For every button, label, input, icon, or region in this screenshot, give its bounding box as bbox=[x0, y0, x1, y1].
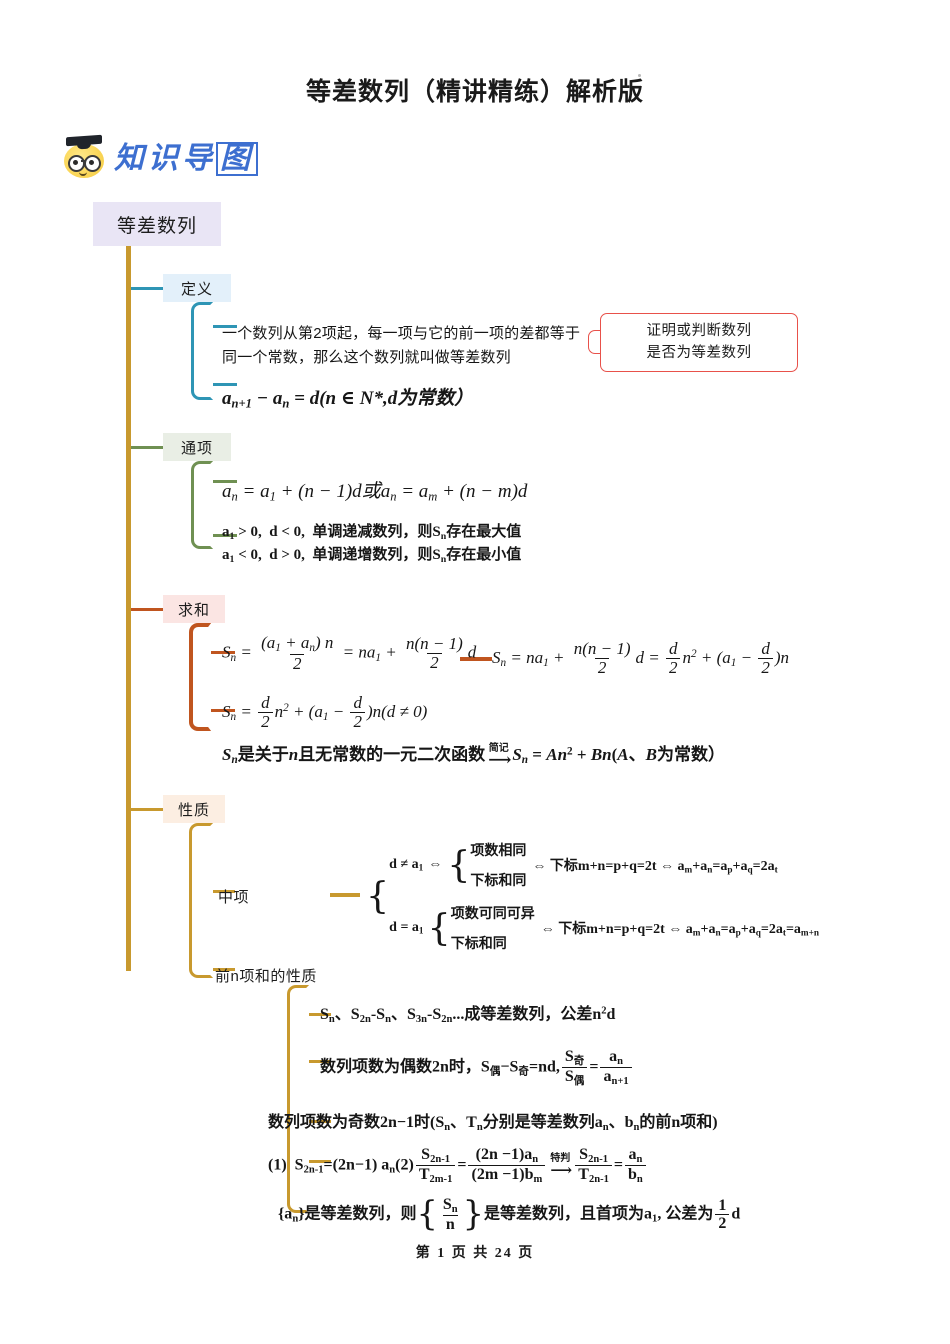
middle-term-case1-item-2: 下标和同 bbox=[470, 874, 527, 889]
title-artifact-dot bbox=[638, 74, 641, 77]
general-term-sub-spine bbox=[191, 461, 237, 549]
mindmap-node-summation[interactable]: 求和 bbox=[163, 595, 225, 623]
summation-link-dash bbox=[460, 657, 492, 661]
general-term-note-line-2: a1 < 0, d > 0, 单调递增数列，则Sn存在最小值 bbox=[222, 547, 522, 566]
middle-term-block: { d ≠ a1 ⇔ { 项数相同 下标和同 ⇔ 下标m+n=p+q=2t ⇔ … bbox=[366, 840, 819, 953]
callout-line-2: 是否为等差数列 bbox=[646, 344, 752, 361]
graduate-emoji-icon bbox=[62, 134, 108, 180]
definition-callout: 证明或判断数列 是否为等差数列 bbox=[600, 313, 798, 372]
middle-term-case1-result: ⇔ 下标m+n=p+q=2t ⇔ am+an=ap+aq=2at bbox=[532, 859, 778, 875]
summation-formula-4: Sn是关于n且无常数的一元二次函数简记⟶Sn = An2 + Bn(A、B为常数… bbox=[222, 742, 725, 769]
sum-property-item-3: 数列项数为奇数2n−1时(Sn、Tn分别是等差数列an、bn的前n项和) bbox=[268, 1114, 718, 1133]
middle-term-case2-result: ⇔ 下标m+n=p+q=2t ⇔ am+an=ap+aq=2at=am+n bbox=[540, 922, 820, 938]
definition-text: 一个数列从第2项起，每一项与它的前一项的差都等于同一个常数，那么这个数列就叫做等… bbox=[222, 325, 581, 366]
mindmap-node-middle-term[interactable]: 中项 bbox=[218, 889, 250, 906]
summation-sub-spine bbox=[189, 623, 235, 731]
callout-line-1: 证明或判断数列 bbox=[646, 322, 752, 339]
mindmap-node-properties[interactable]: 性质 bbox=[163, 795, 225, 823]
sum-properties-sub-spine bbox=[287, 985, 331, 1213]
general-term-notes: a1 > 0, d < 0, 单调递减数列，则Sn存在最大值 a1 < 0, d… bbox=[222, 521, 521, 568]
abbrev-arrow-label: 简记 bbox=[488, 742, 509, 754]
connector-middle-term-dash bbox=[330, 893, 360, 897]
connector-to-general-term bbox=[131, 446, 163, 449]
banner-label-part2: 导 bbox=[182, 142, 216, 175]
middle-term-case2-item-1: 项数可同可异 bbox=[450, 907, 535, 922]
connector-to-definition bbox=[131, 287, 163, 290]
middle-term-case-1: d ≠ a1 ⇔ { 项数相同 下标和同 ⇔ 下标m+n=p+q=2t ⇔ am… bbox=[389, 840, 819, 890]
sum-property-item-1: Sn、S2n-Sn、S3n-S2n...成等差数列，公差n2d bbox=[320, 1005, 616, 1025]
general-term-formula: an = a1 + (n − 1)d或an = am + (n − m)d bbox=[222, 481, 528, 504]
definition-formula: an+1 − an = d(n ∈ N*,d为常数） bbox=[222, 388, 474, 411]
definition-sub-spine bbox=[191, 302, 237, 400]
banner-label-part1: 知识 bbox=[114, 142, 182, 175]
section-banner-knowledge-map: 知识导图 bbox=[62, 133, 258, 181]
general-term-note-line-1: a1 > 0, d < 0, 单调递减数列，则Sn存在最大值 bbox=[222, 524, 522, 542]
banner-label-part3: 图 bbox=[216, 142, 258, 176]
special-case-arrow-label: 特判 bbox=[550, 1152, 571, 1164]
middle-term-case1-condition: d ≠ a1 bbox=[389, 857, 424, 873]
abbrev-arrow: 简记⟶ bbox=[488, 742, 511, 769]
page-title: 等差数列（精讲精练）解析版 bbox=[305, 79, 644, 106]
middle-term-case-2: d = a1 { 项数可同可异 下标和同 ⇔ 下标m+n=p+q=2t ⇔ am… bbox=[389, 903, 819, 953]
connector-to-properties bbox=[131, 808, 163, 811]
page-footer: 第 1 页 共 24 页 bbox=[415, 1246, 535, 1261]
mindmap-node-root[interactable]: 等差数列 bbox=[93, 202, 221, 246]
mindmap-node-sum-properties[interactable]: 前n项和的性质 bbox=[215, 968, 317, 985]
properties-sub-spine bbox=[189, 823, 235, 978]
banner-label: 知识导图 bbox=[114, 133, 258, 181]
middle-term-case2-condition: d = a1 bbox=[389, 920, 424, 936]
mindmap-node-general-term[interactable]: 通项 bbox=[163, 433, 231, 461]
callout-pointer bbox=[588, 330, 603, 354]
middle-term-case1-item-1: 项数相同 bbox=[470, 844, 527, 859]
mindmap-trunk-connector bbox=[126, 246, 131, 971]
mindmap-node-definition[interactable]: 定义 bbox=[163, 274, 231, 302]
middle-term-case2-item-2: 下标和同 bbox=[450, 937, 507, 952]
special-case-arrow: 特判⟶ bbox=[550, 1152, 572, 1179]
connector-to-summation bbox=[131, 608, 163, 611]
